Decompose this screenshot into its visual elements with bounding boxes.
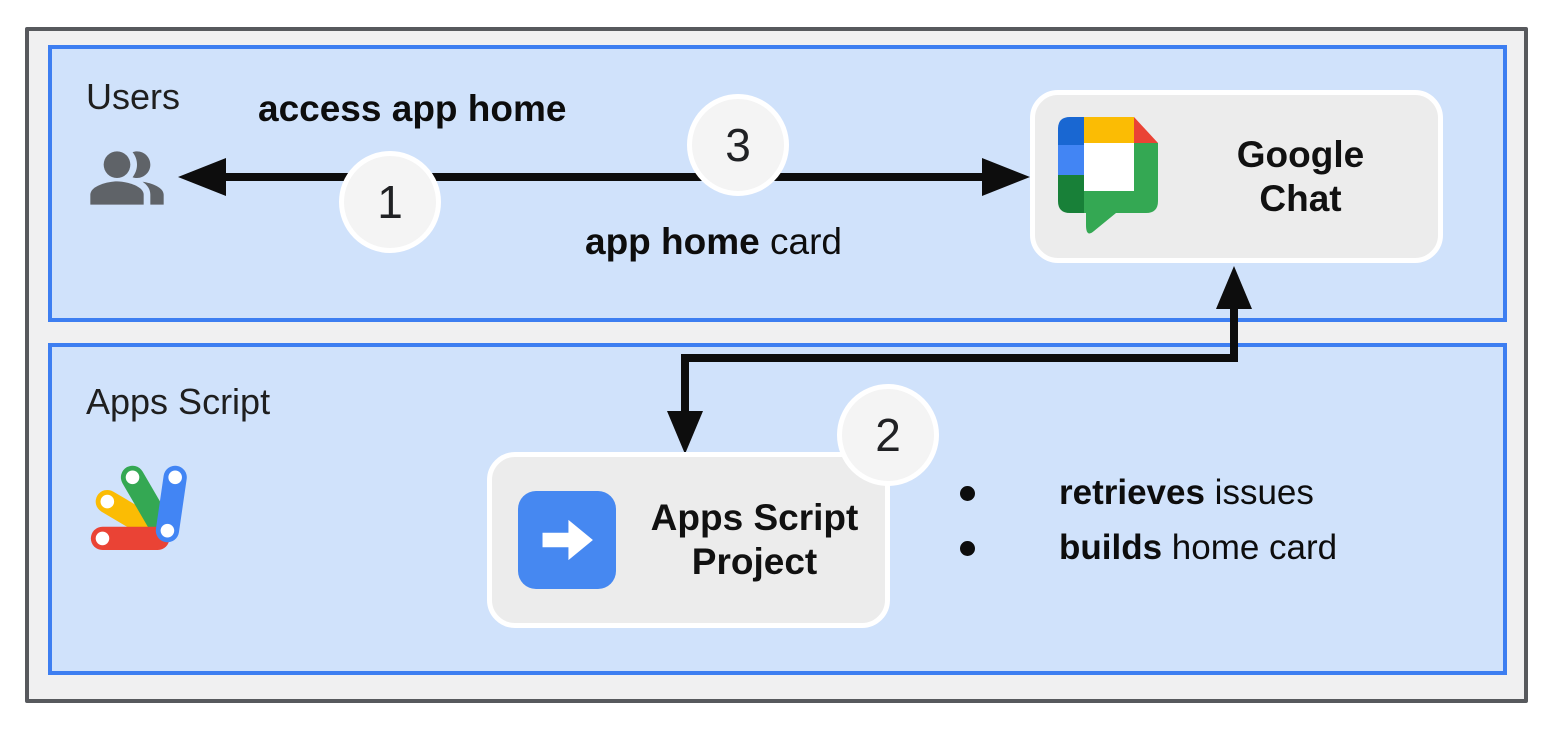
app-home-bold-text: app home xyxy=(585,221,760,262)
step-1-number: 1 xyxy=(377,176,403,228)
step-3-number: 3 xyxy=(725,119,751,171)
arrow-right-icon xyxy=(542,519,593,561)
bullet-dot-icon xyxy=(960,485,975,501)
people-icon xyxy=(90,151,164,205)
google-chat-node: Google Chat xyxy=(1030,90,1443,263)
google-chat-title-line2: Chat xyxy=(1259,177,1342,219)
bullet-dot-icon xyxy=(960,540,975,556)
bullet-item-retrieves: retrieves issues xyxy=(960,471,1314,515)
bullet-text-retrieves: retrieves issues xyxy=(1059,473,1314,513)
access-app-home-label: access app home xyxy=(258,88,566,130)
google-chat-logo xyxy=(1058,116,1158,233)
bullet-item-builds: builds home card xyxy=(960,526,1337,570)
step-2-number: 2 xyxy=(875,409,901,461)
bullet-0-rest: issues xyxy=(1204,473,1314,512)
google-chat-title-line1: Google xyxy=(1236,133,1365,175)
bullet-1-bold: builds xyxy=(1059,528,1163,567)
apps-script-project-node: Apps Script Project xyxy=(487,452,890,628)
apps-script-project-title-line1: Apps Script xyxy=(650,497,859,539)
apps-script-lane-label: Apps Script xyxy=(86,381,271,422)
apps-script-logo xyxy=(90,465,187,551)
apps-script-project-title-line2: Project xyxy=(691,541,818,582)
access-app-home-text: access app home xyxy=(258,88,567,129)
project-tile xyxy=(518,491,616,589)
apps-script-project-title: Apps Script Project xyxy=(638,496,885,583)
app-home-card-label: app home card xyxy=(585,221,842,263)
step-badge-3: 3 xyxy=(687,94,789,196)
bullet-1-rest: home card xyxy=(1162,528,1338,567)
bullet-0-bold: retrieves xyxy=(1059,473,1205,512)
google-chat-title: Google Chat xyxy=(1177,133,1438,220)
bullet-text-builds: builds home card xyxy=(1059,528,1337,568)
users-lane-label: Users xyxy=(86,76,181,117)
step-badge-2: 2 xyxy=(837,384,939,486)
step-badge-1: 1 xyxy=(339,151,441,253)
app-home-rest-text: card xyxy=(759,221,843,262)
